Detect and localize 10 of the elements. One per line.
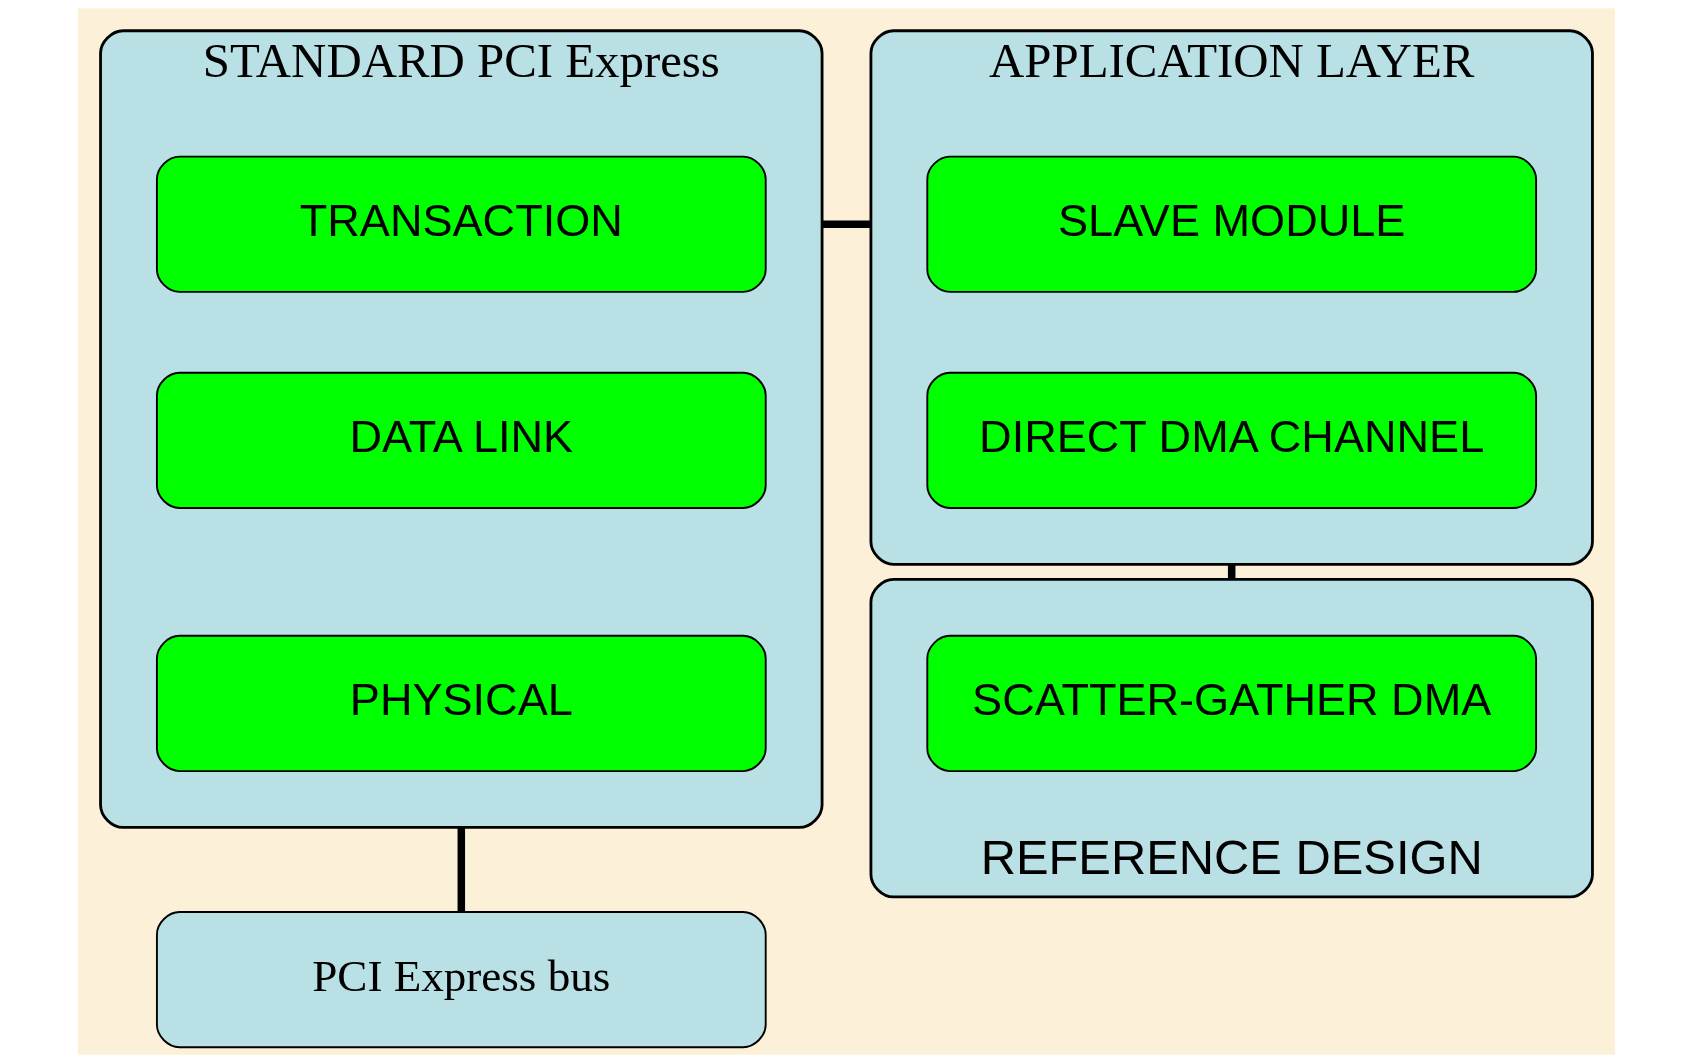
node-box: DATA LINK [155, 371, 767, 509]
node-box: TRANSACTION [155, 155, 767, 293]
connector [821, 220, 871, 229]
connector [457, 827, 465, 912]
node-box: SLAVE MODULE [925, 155, 1537, 293]
connector [1227, 564, 1235, 580]
node-box: PHYSICAL [155, 634, 767, 772]
node-box: SCATTER-GATHER DMA [925, 634, 1537, 772]
node-box: DIRECT DMA CHANNEL [925, 371, 1537, 509]
node-box: PCI Express bus [155, 911, 767, 1049]
